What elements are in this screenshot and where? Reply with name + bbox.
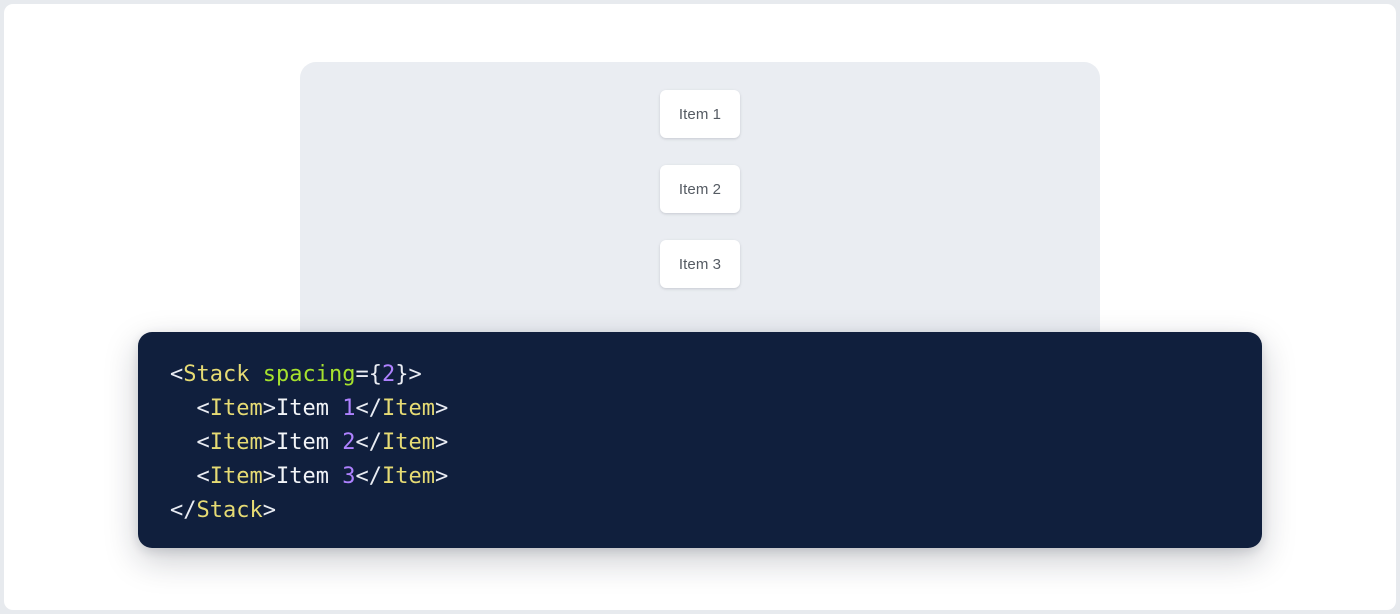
code-token-tag: Item [209,396,263,421]
code-token-punct: ={ [355,362,382,387]
code-token-num: 3 [342,464,356,489]
code-token-punct: < [170,430,210,455]
code-token-num: 2 [381,362,396,387]
stack-item[interactable]: Item 1 [660,90,740,138]
code-token-punct: > [262,396,276,421]
code-token-tag: Stack [196,498,263,523]
code-token-punct: }> [395,362,422,387]
stack-item-label: Item 3 [678,255,722,273]
code-token-punct: < [170,362,184,387]
code-token-text: Item [275,396,343,421]
code-token-punct: > [434,430,449,455]
code-token-punct: > [434,464,449,489]
code-token-punct: > [434,396,449,421]
code-token-num: 1 [342,396,356,421]
code-snippet[interactable]: <Stack spacing={2}> <Item>Item 1</Item> … [170,358,1230,528]
code-token-text: Item [275,430,343,455]
code-token-punct: </ [170,498,197,523]
code-token-tag: Item [209,464,263,489]
code-token-punct: </ [355,430,382,455]
code-block[interactable]: <Stack spacing={2}> <Item>Item 1</Item> … [138,332,1262,548]
code-token-punct: > [262,430,276,455]
code-token-num: 2 [342,430,356,455]
code-token-tag: Item [381,430,435,455]
code-token-punct [249,362,262,387]
code-token-punct: < [170,396,210,421]
code-token-tag: Item [381,396,435,421]
code-token-punct: > [262,464,276,489]
stack-item-label: Item 1 [678,105,722,123]
code-token-punct: </ [355,464,382,489]
stack-item-label: Item 2 [678,180,722,198]
stack-container: Item 1 Item 2 Item 3 [300,62,1100,288]
stack-item[interactable]: Item 2 [660,165,740,213]
code-token-tag: Stack [183,362,250,387]
code-token-attr: spacing [262,362,356,387]
stack-item[interactable]: Item 3 [660,240,740,288]
code-token-punct: < [170,464,210,489]
code-token-punct: > [262,498,276,523]
code-token-tag: Item [381,464,435,489]
code-token-punct: </ [355,396,382,421]
code-token-text: Item [275,464,343,489]
code-token-tag: Item [209,430,263,455]
